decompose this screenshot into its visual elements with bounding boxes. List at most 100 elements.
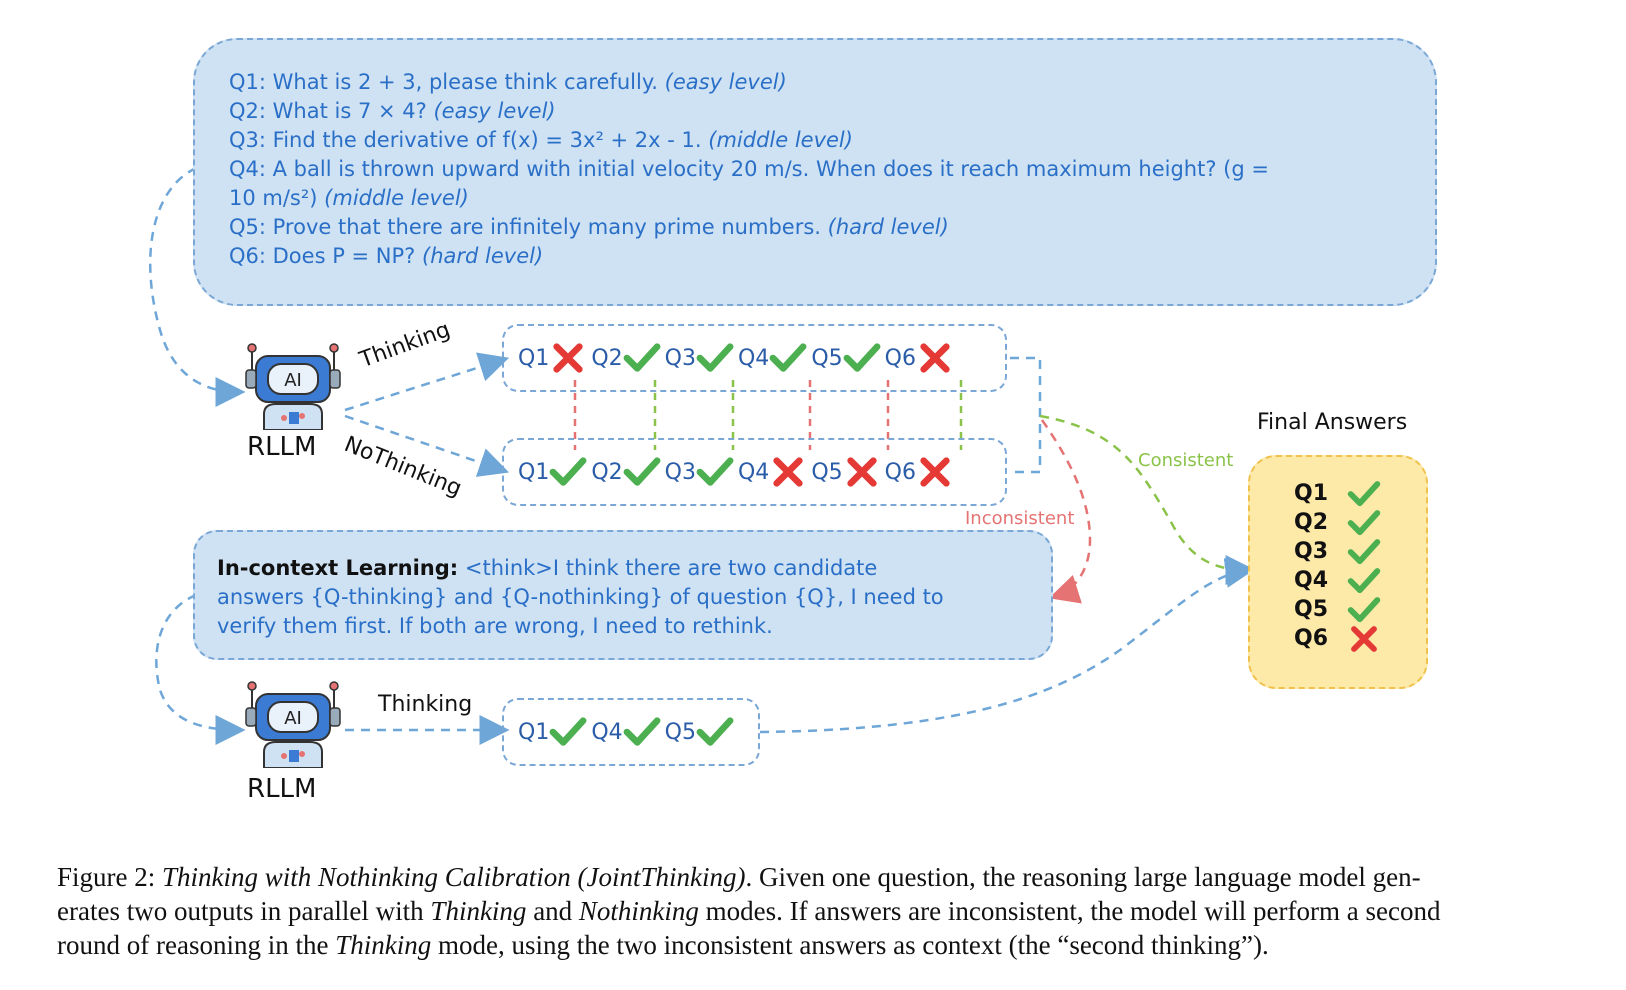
final-answer-item: Q5 [1294,595,1426,624]
caption-p1: . Given one question, the reasoning larg… [745,862,1421,892]
answer-item: Q5 [665,715,734,749]
question-line-3: Q3: Find the derivative of f(x) = 3x² + … [229,128,853,152]
svg-text:AI: AI [284,370,302,391]
caption-p2c: and [526,896,579,926]
answer-item: Q4 [591,715,661,749]
label-inconsistent: Inconsistent [965,508,1075,529]
check-icon [843,343,881,372]
rllm-label-top: RLLM [247,432,317,462]
answer-question-label: Q6 [884,345,916,371]
question-line-4b: 10 m/s²) (middle level) [229,186,469,210]
question-line-6: Q6: Does P = NP? (hard level) [229,244,544,268]
answer-question-label: Q4 [591,719,623,745]
answer-item: Q1 [518,341,587,375]
bracket-rows [1010,356,1042,474]
check-icon [1347,480,1381,506]
robot-bottom: AI RLLM [244,678,344,808]
icl-line-2: answers {Q-thinking} and {Q-nothinking} … [217,585,944,609]
answer-question-label: Q3 [664,459,696,485]
answer-item: Q3 [665,455,734,489]
check-icon [696,457,734,486]
arrow-inconsistent [1040,419,1092,604]
answer-item: Q6 [885,341,954,375]
answer-item: Q4 [738,455,807,489]
robot-top: AI RLLM [244,340,344,462]
robot-icon: AI [245,681,341,769]
question-line-2: Q2: What is 7 × 4? (easy level) [229,99,556,123]
check-icon [1347,596,1381,622]
final-answers-title: Final Answers [1257,410,1408,435]
answer-question-label: Q2 [591,459,623,485]
second-thinking-answers-row: Q1 Q4 Q5 [502,698,760,766]
check-icon [623,717,661,746]
answer-question-label: Q5 [811,345,843,371]
answer-question-label: Q5 [664,719,696,745]
arrow-thinking [344,352,510,412]
answer-item: Q6 [885,455,954,489]
answer-item: Q3 [665,341,734,375]
final-answer-label: Q6 [1294,626,1329,651]
final-answer-item: Q3 [1294,537,1426,566]
answer-question-label: Q5 [811,459,843,485]
final-answer-label: Q3 [1294,539,1329,564]
answer-question-label: Q4 [737,345,770,371]
svg-text:AI: AI [284,708,302,729]
cross-icon [920,343,950,373]
final-answer-label: Q2 [1294,510,1329,535]
answer-question-label: Q1 [518,345,550,371]
final-answer-item: Q2 [1294,508,1426,537]
answer-item: Q1 [518,715,587,749]
final-answer-item: Q6 [1294,624,1426,653]
answer-item: Q2 [591,455,661,489]
cross-icon [773,457,803,487]
answer-question-label: Q3 [664,345,696,371]
answer-item: Q5 [811,341,881,375]
final-answer-item: Q1 [1294,479,1426,508]
final-answer-label: Q5 [1294,597,1329,622]
caption-p3c: mode, using the two inconsistent answers… [431,930,1269,960]
check-icon [1347,509,1381,535]
check-icon [696,343,734,372]
caption-p2d: Nothinking [578,896,699,926]
label-consistent: Consistent [1138,450,1234,471]
answer-item: Q5 [811,455,880,489]
caption-figure: Figure 2: [57,862,156,892]
question-line-5: Q5: Prove that there are infinitely many… [229,215,949,239]
thinking-answers-row: Q1 Q2 Q3 Q4 Q5 Q6 [502,324,1007,392]
check-icon [769,343,807,372]
icl-line-1: <think>I think there are two candidate [464,556,878,580]
answer-question-label: Q4 [737,459,770,485]
caption-p2e: modes. If answers are inconsistent, the … [698,896,1441,926]
question-line-1: Q1: What is 2 + 3, please think carefull… [229,70,787,94]
cross-icon [553,343,583,373]
rllm-label-bottom: RLLM [247,774,317,804]
answer-question-label: Q2 [591,345,623,371]
caption-p3a: round of reasoning in the [57,930,336,960]
caption-title: Thinking with Nothinking Calibration (Jo… [162,862,746,892]
icl-line-3: verify them first. If both are wrong, I … [217,614,773,638]
arrow-nothinking [344,414,510,477]
label-second-thinking: Thinking [378,692,473,717]
check-icon [623,343,661,372]
answer-item: Q2 [591,341,661,375]
answer-question-label: Q1 [518,719,550,745]
arrow-second-to-final [759,558,1256,734]
answer-question-label: Q1 [518,459,550,485]
cross-icon [1351,625,1377,652]
check-icon [1347,538,1381,564]
arrow-consistent [1039,414,1256,585]
check-icon [549,717,587,746]
check-icon [696,717,734,746]
answer-item: Q1 [518,455,587,489]
robot-icon: AI [245,343,341,431]
cross-icon [920,457,950,487]
check-icon [1347,567,1381,593]
check-icon [549,457,587,486]
final-answer-item: Q4 [1294,566,1426,595]
caption-p2a: erates two outputs in parallel with [57,896,431,926]
check-icon [623,457,661,486]
figure-caption: Figure 2: Thinking with Nothinking Calib… [57,860,1577,962]
cross-icon [847,457,877,487]
questions-box: Q1: What is 2 + 3, please think carefull… [193,38,1437,306]
